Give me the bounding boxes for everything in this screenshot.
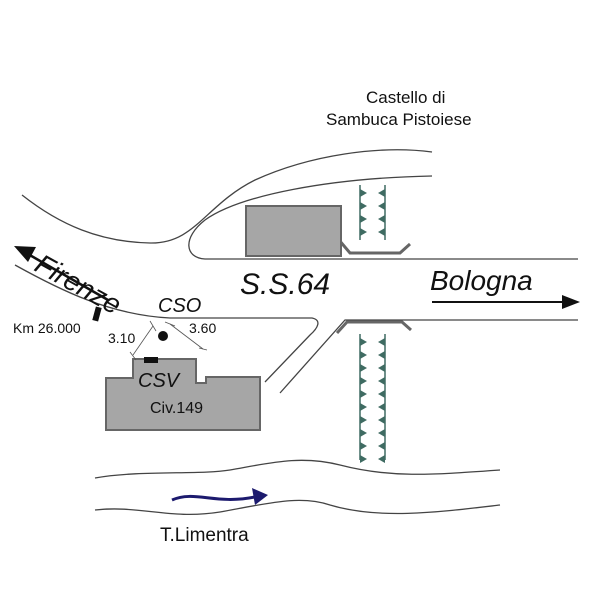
- river-label: T.Limentra: [160, 525, 249, 546]
- tree-icon: [360, 442, 367, 450]
- tree-icon: [378, 455, 385, 463]
- tree-rows: [359, 185, 386, 463]
- road-edge-junction-loop: [188, 175, 578, 260]
- tree-icon: [378, 364, 385, 372]
- tree-icon: [378, 215, 385, 223]
- road-edge-south-east: [279, 319, 578, 394]
- tree-icon: [378, 351, 385, 359]
- distance-lines: [129, 320, 208, 361]
- tree-icon: [360, 338, 367, 346]
- road-edge-south-west: [14, 264, 319, 383]
- csv-label: CSV: [138, 370, 180, 392]
- road-edge-north-west: [21, 149, 433, 244]
- building-north: [245, 205, 342, 257]
- building-csv: [105, 358, 261, 431]
- tree-icon: [360, 377, 367, 385]
- tree-icon: [360, 390, 367, 398]
- distance-right-label: 3.60: [189, 320, 217, 336]
- tree-icon: [378, 338, 385, 346]
- bridge-south: [335, 320, 412, 335]
- bologna-label: Bologna: [430, 265, 533, 296]
- tree-icon: [378, 377, 385, 385]
- civic-number-label: Civ.149: [150, 400, 204, 417]
- bridge-north: [337, 239, 412, 255]
- km-marker: [92, 306, 102, 322]
- cso-label: CSO: [158, 295, 202, 317]
- distance-left-label: 3.10: [108, 330, 136, 346]
- place-label-line2: Sambuca Pistoiese: [326, 110, 472, 129]
- road-label: S.S.64: [240, 268, 331, 301]
- tree-icon: [360, 364, 367, 372]
- cso-point: [158, 331, 168, 341]
- tree-icon: [378, 202, 385, 210]
- tree-icon: [378, 416, 385, 424]
- place-label-line1: Castello di: [366, 88, 446, 107]
- tree-icon: [378, 390, 385, 398]
- bologna-arrow: [432, 295, 580, 309]
- tree-icon: [360, 228, 367, 236]
- firenze-arrow: [14, 246, 109, 302]
- tree-icon: [360, 202, 367, 210]
- tree-icon: [360, 416, 367, 424]
- river-flow-arrow: [171, 488, 268, 505]
- km-label: Km 26.000: [13, 320, 81, 336]
- tree-icon: [360, 351, 367, 359]
- tree-icon: [360, 455, 367, 463]
- tree-icon: [378, 429, 385, 437]
- tree-icon: [378, 442, 385, 450]
- tree-icon: [378, 228, 385, 236]
- tree-icon: [360, 429, 367, 437]
- tree-icon: [378, 189, 385, 197]
- river-bank-north: [94, 459, 501, 479]
- tree-icon: [360, 189, 367, 197]
- tree-icon: [360, 215, 367, 223]
- csv-marker: [144, 357, 158, 363]
- river-bank-south: [94, 499, 501, 516]
- tree-icon: [378, 403, 385, 411]
- tree-icon: [360, 403, 367, 411]
